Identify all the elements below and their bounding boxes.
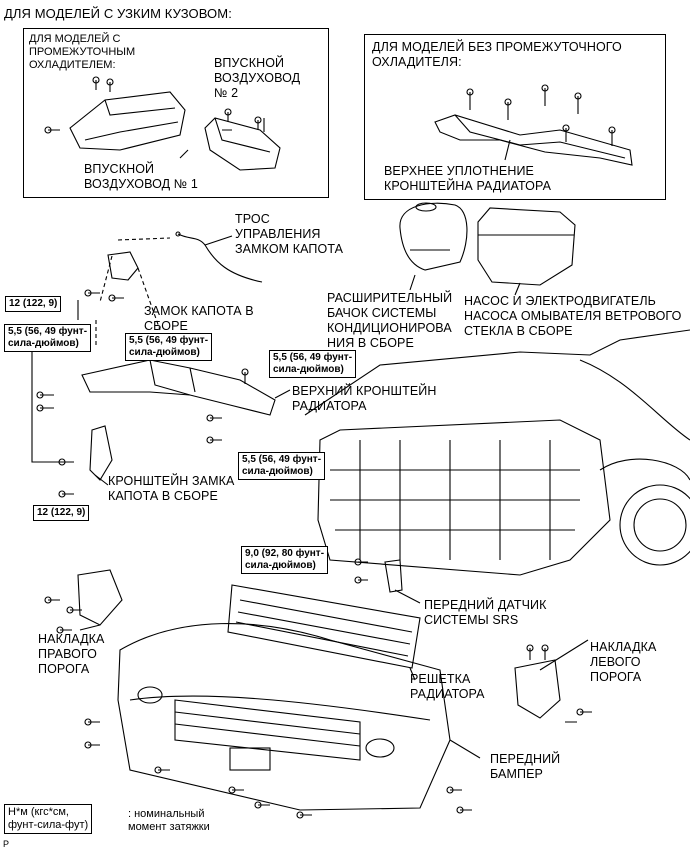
label-hood-lock: ЗАМОК КАПОТА В СБОРЕ bbox=[144, 304, 254, 333]
label-bumper: ПЕРЕДНИЙ БАМПЕР bbox=[490, 752, 561, 781]
inset-right-title: ДЛЯ МОДЕЛЕЙ БЕЗ ПРОМЕЖУТОЧНОГО ОХЛАДИТЕЛ… bbox=[372, 40, 622, 69]
label-right-sill: НАКЛАДКА ПРАВОГО ПОРОГА bbox=[38, 632, 105, 676]
upper-radiator-support bbox=[81, 359, 276, 416]
label-grille: РЕШЕТКА РАДИАТОРА bbox=[410, 672, 485, 701]
header-title: ДЛЯ МОДЕЛЕЙ С УЗКИМ КУЗОВОМ: bbox=[4, 6, 232, 21]
label-lock-bracket: КРОНШТЕЙН ЗАМКА КАПОТА В СБОРЕ bbox=[108, 474, 235, 503]
torque-label: 12 (122, 9) bbox=[5, 296, 62, 312]
hood-lock-bracket bbox=[89, 425, 113, 481]
label-washer-pump: НАСОС И ЭЛЕКТРОДВИГАТЕЛЬ НАСОСА ОМЫВАТЕЛ… bbox=[464, 294, 682, 338]
expansion-tank bbox=[399, 202, 468, 271]
torque-label: 9,0 (92, 80 фунт- сила-дюймов) bbox=[241, 546, 329, 574]
front-bumper bbox=[117, 622, 451, 811]
torque-label: 12 (122, 9) bbox=[33, 505, 90, 521]
legend-text: : номинальный момент затяжки bbox=[128, 808, 210, 833]
torque-label: 5,5 (56, 49 фунт- сила-дюймов) bbox=[4, 324, 92, 352]
label-srs-sensor: ПЕРЕДНИЙ ДАТЧИК СИСТЕМЫ SRS bbox=[424, 598, 547, 627]
hood-lock bbox=[107, 251, 139, 281]
label-upper-bracket: ВЕРХНИЙ КРОНШТЕЙН РАДИАТОРА bbox=[292, 384, 437, 413]
torque-label: 5,5 (56, 49 фунт- сила-дюймов) bbox=[269, 350, 357, 378]
radiator-grille bbox=[227, 584, 421, 669]
inset-right-box bbox=[364, 34, 666, 200]
left-sill-cover bbox=[514, 659, 561, 719]
torque-label: 5,5 (56, 49 фунт- сила-дюймов) bbox=[238, 452, 326, 480]
inset-left-title: ДЛЯ МОДЕЛЕЙ С ПРОМЕЖУТОЧНЫМ ОХЛАДИТЕЛЕМ: bbox=[29, 33, 136, 71]
inset-left-box bbox=[23, 28, 329, 198]
label-intake-duct-2: ВПУСКНОЙ ВОЗДУХОВОД № 2 bbox=[214, 56, 301, 100]
legend-box: Н*м (кгс*см, фунт-сила-фут) bbox=[4, 804, 93, 834]
corner-mark: P bbox=[3, 839, 10, 849]
label-expansion-tank: РАСШИРИТЕЛЬНЫЙ БАЧОК СИСТЕМЫ КОНДИЦИОНИР… bbox=[327, 291, 453, 350]
washer-tank bbox=[477, 207, 576, 286]
upper-seal bbox=[434, 114, 633, 166]
label-left-sill: НАКЛАДКА ЛЕВОГО ПОРОГА bbox=[590, 640, 657, 684]
srs-sensor bbox=[384, 559, 403, 593]
intake-duct-1 bbox=[69, 91, 186, 151]
label-upper-seal: ВЕРХНЕЕ УПЛОТНЕНИЕ КРОНШТЕЙНА РАДИАТОРА bbox=[384, 164, 552, 193]
vehicle-body bbox=[304, 329, 690, 416]
right-sill-cover bbox=[77, 569, 123, 626]
torque-label: 5,5 (56, 49 фунт- сила-дюймов) bbox=[125, 333, 213, 361]
label-intake-duct-1: ВПУСКНОЙ ВОЗДУХОВОД № 1 bbox=[84, 162, 198, 191]
label-hood-cable: ТРОС УПРАВЛЕНИЯ ЗАМКОМ КАПОТА bbox=[235, 212, 344, 256]
intake-duct-2 bbox=[204, 117, 281, 171]
